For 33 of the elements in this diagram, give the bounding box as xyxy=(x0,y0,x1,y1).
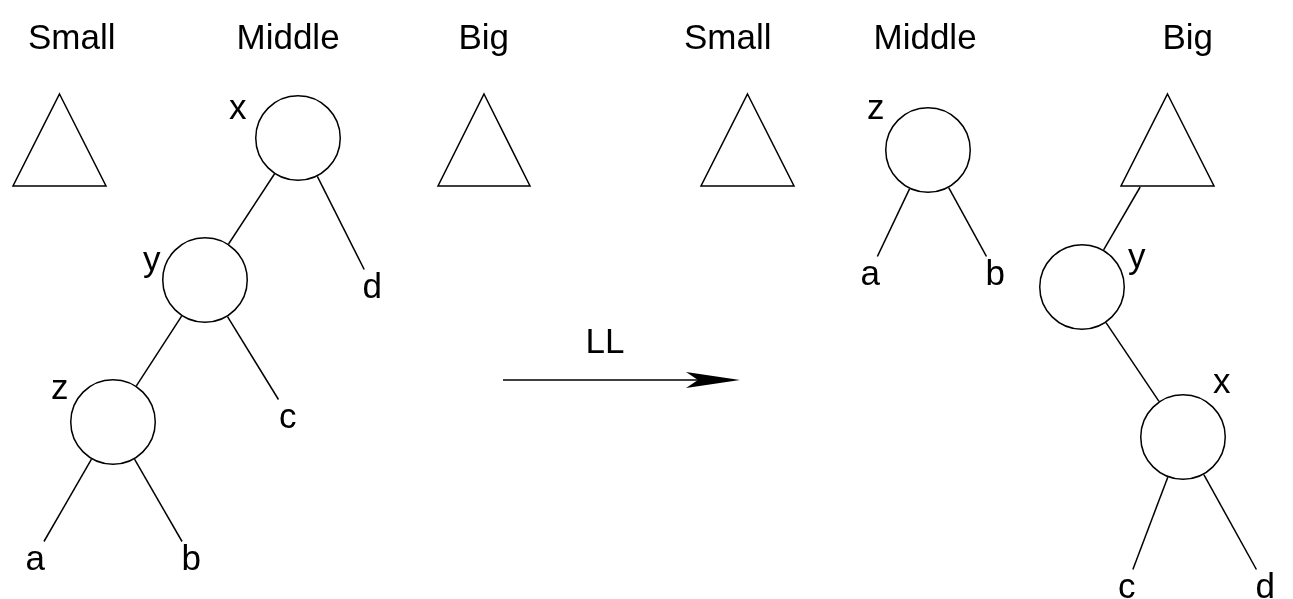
leaf-label: d xyxy=(362,267,382,303)
leaf-label: c xyxy=(279,397,297,433)
tree-edge xyxy=(133,458,183,543)
group-heading: Middle xyxy=(873,18,977,54)
tree-edge xyxy=(1102,186,1141,251)
tree-edge xyxy=(316,175,365,271)
group-heading: Middle xyxy=(236,18,340,54)
tree-edge xyxy=(1132,476,1169,571)
node-label: z xyxy=(867,88,885,124)
tree-edge xyxy=(135,315,183,387)
tree-edge xyxy=(876,188,911,258)
group-heading: Small xyxy=(28,18,116,54)
tree-edge xyxy=(947,186,988,258)
tree-edge xyxy=(226,315,280,401)
node-label: z xyxy=(51,368,69,404)
group-heading: Small xyxy=(684,18,772,54)
group-heading: Big xyxy=(458,18,510,54)
leaf-label: b xyxy=(181,539,201,575)
tree-edge xyxy=(1105,321,1160,403)
node-label: x xyxy=(229,88,247,124)
leaf-label: b xyxy=(985,254,1005,290)
node-label: y xyxy=(1128,237,1146,273)
tree-edge xyxy=(43,458,93,543)
group-heading: Big xyxy=(1162,18,1214,54)
node-label: y xyxy=(143,240,161,276)
leaf-label: a xyxy=(25,539,45,575)
arrow-label: LL xyxy=(585,322,625,358)
leaf-label: d xyxy=(1255,567,1275,599)
tree-edge xyxy=(227,173,276,245)
leaf-label: a xyxy=(860,254,880,290)
node-label: x xyxy=(1213,362,1231,398)
leaf-label: c xyxy=(1118,567,1136,599)
tree-edge xyxy=(1203,473,1258,571)
